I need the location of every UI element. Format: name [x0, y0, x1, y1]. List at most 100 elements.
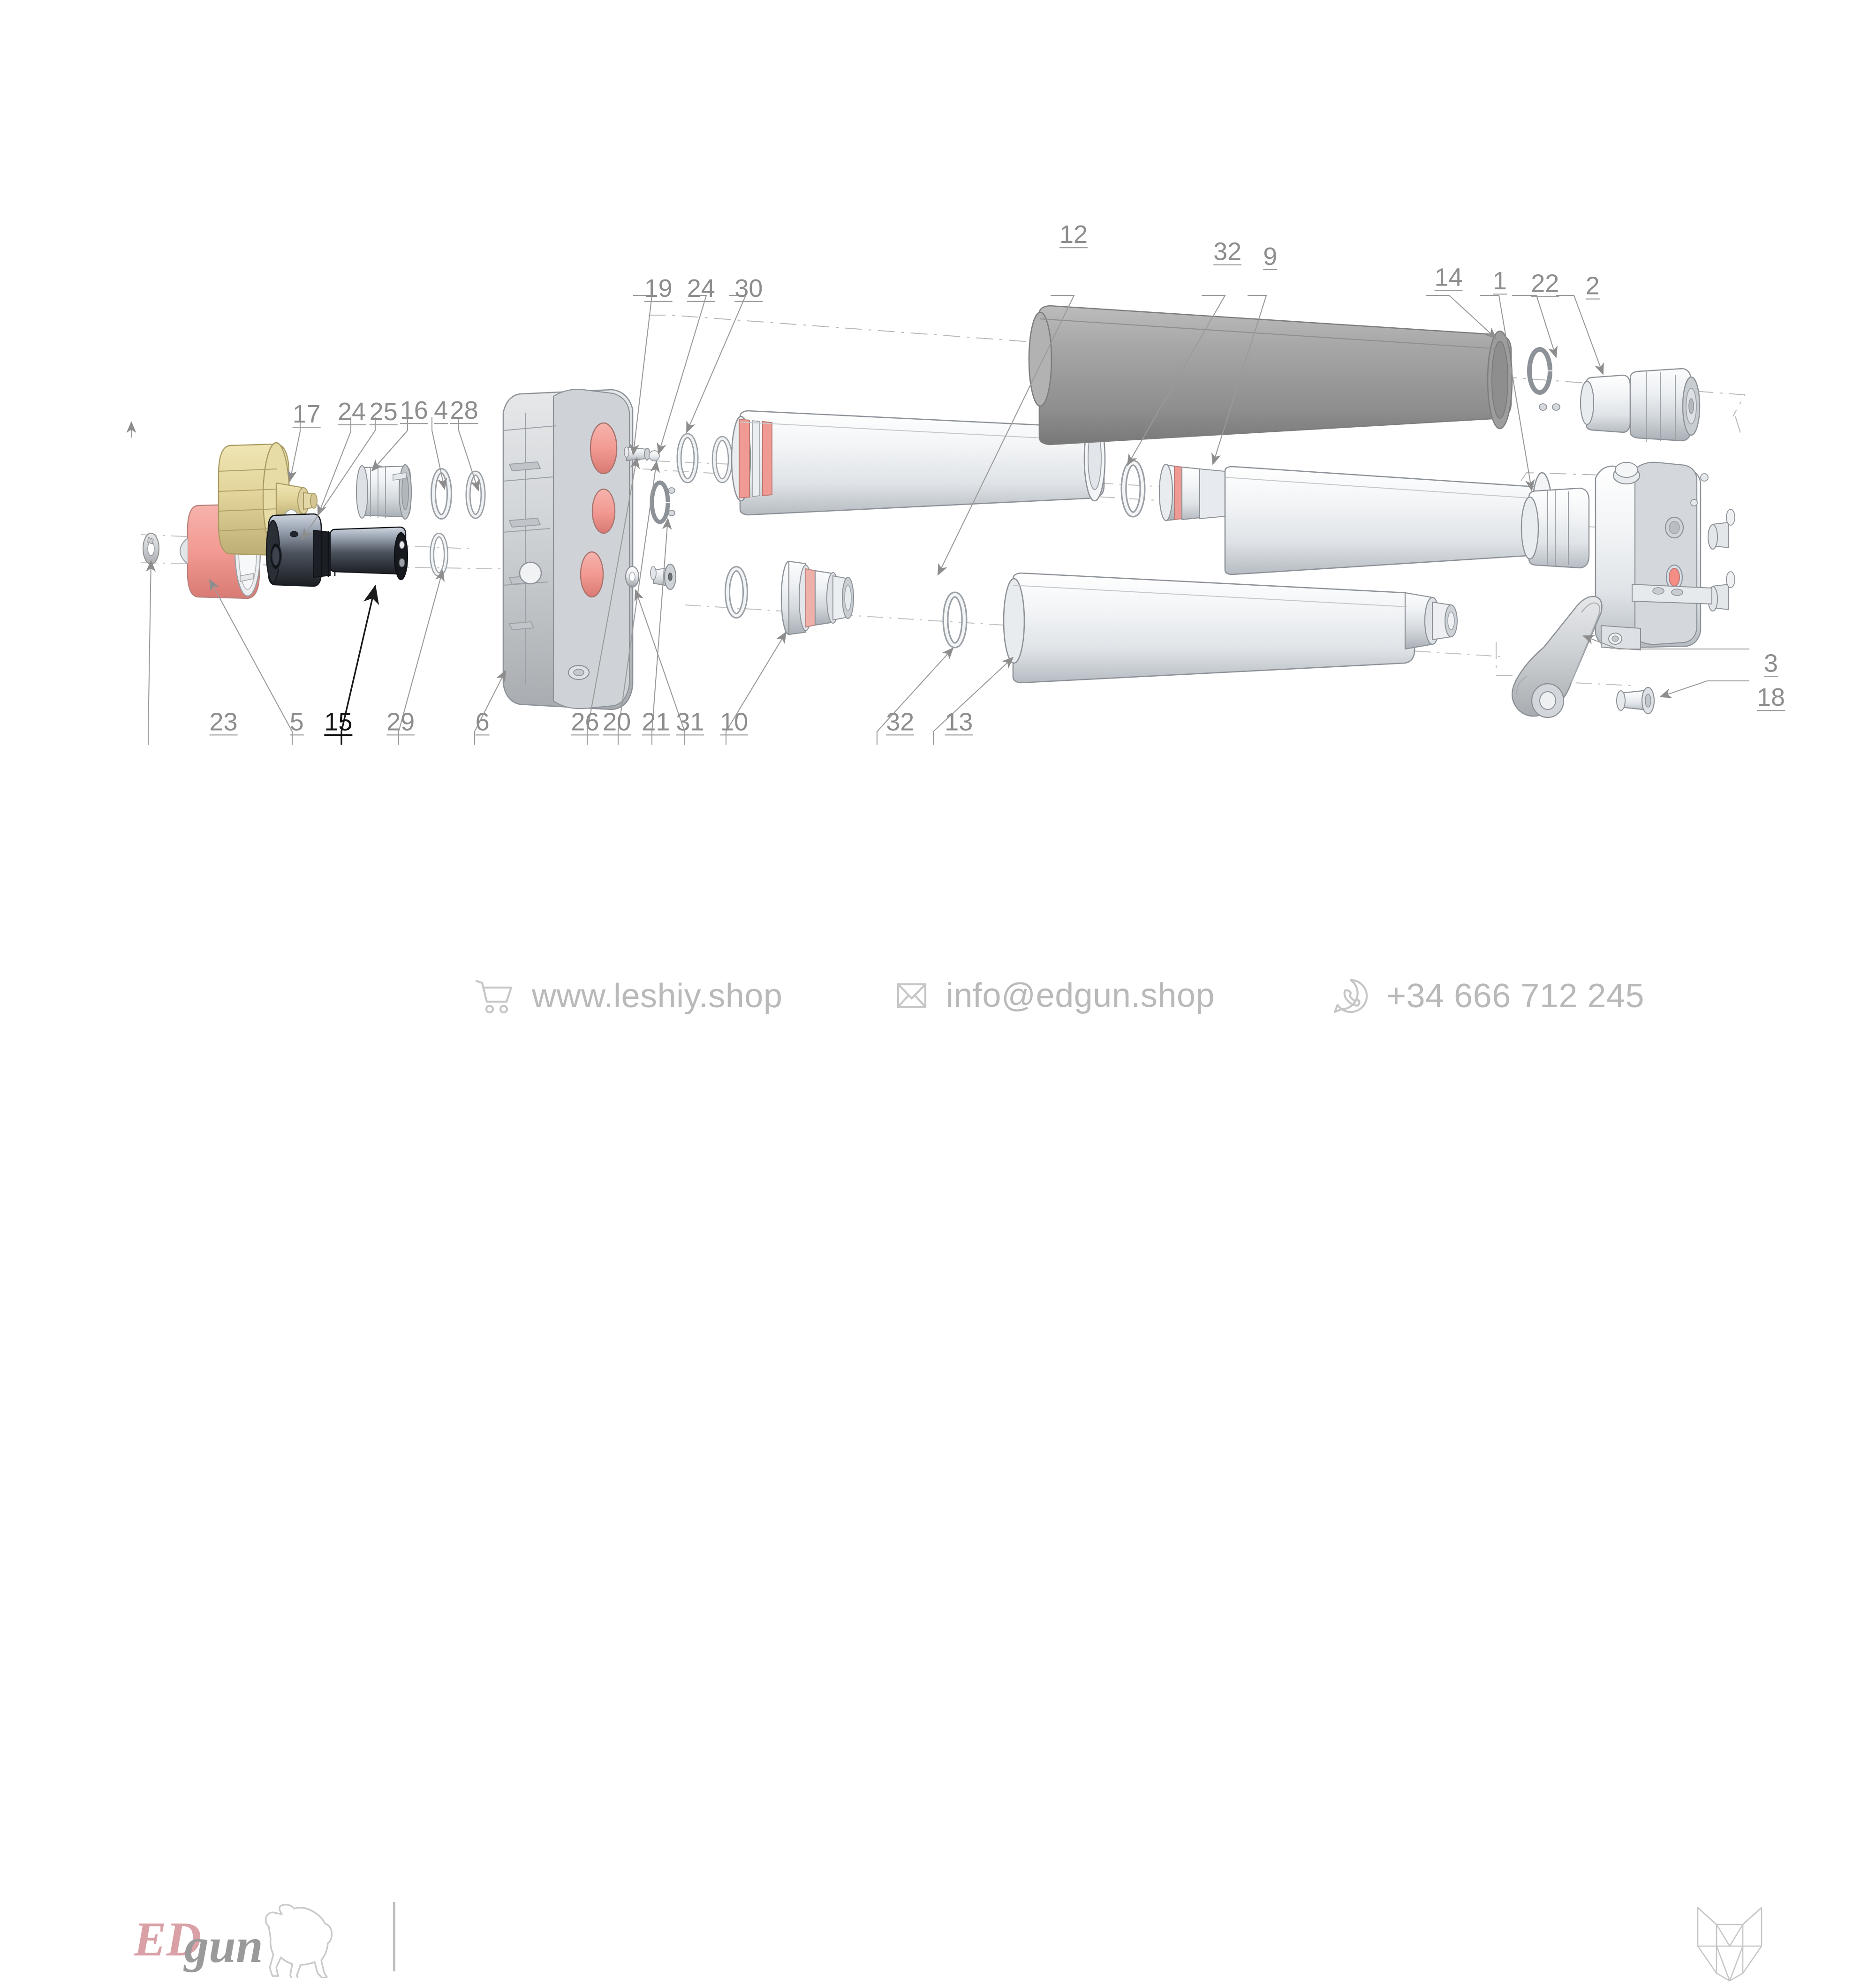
callout-label-text: 5 [290, 708, 304, 736]
part-21-circlip-ears [668, 487, 675, 516]
part-action-receiver-assembly [1595, 461, 1735, 651]
part-24-o-ring-right [676, 433, 699, 483]
callout-label-text: 17 [293, 400, 321, 428]
receiver-slots [508, 461, 541, 631]
callout-12: 12 [1059, 220, 1088, 249]
cart-icon [475, 980, 513, 1014]
callout-24: 24 [687, 274, 715, 302]
part-32-o-ring-upper [1120, 460, 1146, 518]
action-red-indicator [1669, 568, 1680, 587]
callout-label-text: 31 [676, 708, 704, 736]
dog-silhouette-icon [265, 1903, 333, 1983]
callout-label-text: 32 [886, 708, 914, 736]
callout-label-text: 3 [1764, 649, 1778, 677]
website-label: www.leshiy.shop [532, 977, 783, 1015]
part-15-valve-body [265, 513, 408, 587]
part-14-outer-shroud [1028, 305, 1513, 445]
phone-label: +34 666 712 245 [1386, 977, 1645, 1015]
part-32-o-ring-lower [942, 591, 968, 649]
callout-19: 19 [644, 274, 673, 302]
callout-label-text: 25 [370, 398, 398, 426]
wolf-head-icon [1697, 1907, 1763, 1982]
website-link[interactable]: www.leshiy.shop [474, 976, 782, 1016]
callout-label-text: 21 [642, 708, 670, 736]
callout-24: 24 [338, 398, 366, 426]
callout-6: 6 [476, 708, 490, 736]
callout-label-text: 6 [476, 708, 490, 736]
callout-label-text: 30 [734, 274, 763, 302]
callout-label-text: 1 [1493, 267, 1507, 295]
part-9-pressure-tube [1158, 463, 1553, 575]
footer-contact-bar: ED gun www.leshiy.shop info@edgun.shop +… [0, 943, 1876, 1983]
callout-32: 32 [1213, 238, 1241, 266]
email-link[interactable]: info@edgun.shop [893, 976, 1215, 1015]
callout-1: 1 [1493, 267, 1507, 295]
edgun-logo: ED gun [133, 1903, 382, 1983]
callout-label-text: 9 [1263, 242, 1277, 271]
part-3-cocking-lever [1511, 596, 1603, 718]
callout-label-text: 24 [687, 274, 715, 302]
callout-28: 28 [450, 396, 478, 424]
callout-label-text: 13 [945, 708, 973, 736]
phone-link[interactable]: +34 666 712 245 [1331, 976, 1644, 1016]
callout-17: 17 [293, 400, 321, 428]
callout-31: 31 [676, 708, 704, 736]
callout-21: 21 [642, 708, 670, 736]
part-22-circlip [1527, 347, 1552, 395]
callout-label-text: 29 [386, 708, 415, 736]
part-12-inner-cylinder [731, 410, 1106, 516]
callout-label-text: 24 [338, 398, 366, 426]
edgun-logo-svg: ED gun [133, 1903, 333, 1983]
callout-32: 32 [886, 708, 914, 736]
receiver-through-hole [519, 561, 542, 585]
part-26-ball [649, 450, 660, 461]
callout-4: 4 [434, 396, 448, 424]
callout-23: 23 [210, 708, 238, 736]
callout-label-text: 15 [324, 708, 352, 736]
callout-14: 14 [1435, 263, 1463, 291]
callout-leader-lines [126, 294, 1749, 745]
part-1-piston-assembly [1520, 487, 1590, 569]
callout-label-text: 18 [1757, 683, 1785, 711]
callout-label-text: 10 [720, 708, 748, 736]
callout-label-text: 19 [644, 274, 673, 302]
callout-26: 26 [571, 708, 599, 736]
callout-label-text: 12 [1059, 220, 1088, 249]
logo-text-gun: gun [183, 1919, 263, 1973]
callout-label-text: 2 [1586, 272, 1600, 300]
callout-label-text: 28 [450, 396, 478, 424]
callout-30: 30 [734, 274, 763, 302]
receiver-contours [503, 413, 556, 685]
callout-label-text: 26 [571, 708, 599, 736]
callout-9: 9 [1263, 242, 1277, 271]
callout-label-text: 23 [210, 708, 238, 736]
part-22-circlip-ears [1539, 403, 1560, 411]
callout-22: 22 [1531, 269, 1559, 297]
part-10-valve-housing [780, 560, 854, 635]
part-16-valve-piston [356, 464, 412, 520]
part-31-screw [650, 563, 677, 590]
callout-13: 13 [945, 708, 973, 736]
email-label: info@edgun.shop [946, 977, 1215, 1014]
callout-16: 16 [400, 396, 428, 424]
part-2-piston [1580, 368, 1701, 442]
callout-20: 20 [603, 708, 631, 736]
part-23-retaining-clip [143, 533, 159, 565]
callout-label-text: 20 [603, 708, 631, 736]
part-4-o-ring [431, 468, 452, 520]
callout-leader-line-highlighted [340, 584, 379, 745]
callout-label-text: 4 [434, 396, 448, 424]
part-30-o-ring [711, 436, 733, 483]
callout-2: 2 [1586, 272, 1600, 300]
part-21-circlip [650, 480, 670, 524]
part-6-receiver-block [502, 389, 634, 710]
receiver-bores [580, 422, 618, 598]
exploded-parts-illustration: 1724251642823515296192430262021311012329… [126, 220, 1785, 745]
callout-3: 3 [1764, 649, 1778, 677]
callout-10: 10 [720, 708, 748, 736]
callout-label-text: 22 [1531, 269, 1559, 297]
envelope-icon [897, 983, 927, 1008]
part-20-washer [625, 566, 640, 588]
